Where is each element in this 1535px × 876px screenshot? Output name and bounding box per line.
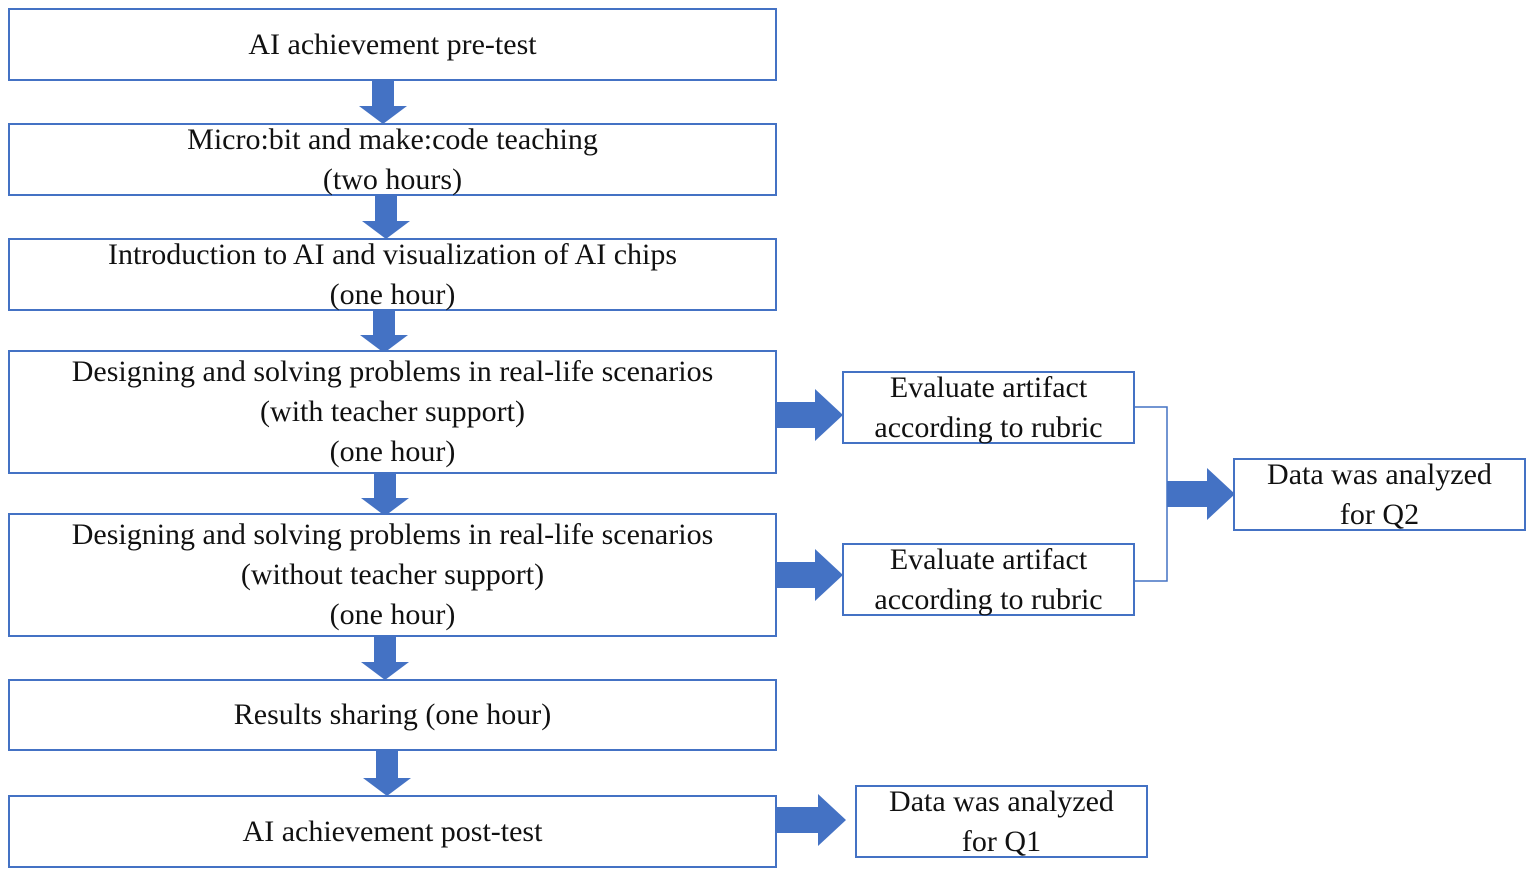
step-microbit-teaching-line-1: Micro:bit and make:code teaching	[187, 122, 598, 156]
step-design-without-support-line-3: (one hour)	[329, 598, 456, 631]
evaluate-artifact-1-line-1: Evaluate artifact	[889, 370, 1088, 404]
step-results-sharing-line-1: Results sharing (one hour)	[233, 698, 552, 731]
step-post-test-line-1: AI achievement post-test	[242, 814, 543, 848]
arrow-down-design-without-to-results	[361, 636, 409, 680]
step-design-with-support-line-1: Designing and solving problems in real-l…	[71, 355, 714, 388]
step-microbit-teaching-line-2: (two hours)	[322, 162, 463, 196]
evaluate-artifact-2-line-2: according to rubric	[874, 582, 1103, 616]
arrow-right-to-analysis-q2	[1167, 468, 1235, 520]
arrow-down-intro-to-design-with	[360, 310, 408, 353]
evaluate-artifact-1-line-2: according to rubric	[874, 410, 1103, 444]
analysis-q2: Data was analyzed for Q2	[1233, 458, 1526, 531]
evaluate-artifact-1: Evaluate artifact according to rubric	[842, 371, 1135, 444]
arrow-right-to-evaluate-1	[777, 389, 843, 441]
evaluation-bracket-connector	[1135, 406, 1168, 582]
arrow-down-pretest-to-microbit	[359, 80, 407, 124]
step-microbit-teaching: Micro:bit and make:code teaching (two ho…	[8, 123, 777, 196]
step-design-with-support: Designing and solving problems in real-l…	[8, 350, 777, 474]
step-ai-introduction-line-2: (one hour)	[329, 277, 456, 311]
arrow-right-to-analysis-q1	[777, 794, 846, 846]
arrow-down-results-to-posttest	[363, 750, 411, 796]
step-design-with-support-line-2: (with teacher support)	[260, 395, 525, 428]
analysis-q1: Data was analyzed for Q1	[855, 785, 1148, 858]
evaluate-artifact-2-line-1: Evaluate artifact	[889, 542, 1088, 576]
step-ai-introduction: Introduction to AI and visualization of …	[8, 238, 777, 311]
step-design-without-support-line-1: Designing and solving problems in real-l…	[71, 518, 714, 551]
step-results-sharing: Results sharing (one hour)	[8, 679, 777, 751]
step-design-without-support: Designing and solving problems in real-l…	[8, 513, 777, 637]
analysis-q2-line-2: for Q2	[1339, 497, 1420, 531]
step-design-without-support-line-2: (without teacher support)	[240, 558, 545, 591]
step-post-test: AI achievement post-test	[8, 795, 777, 868]
arrow-right-to-evaluate-2	[777, 549, 843, 601]
arrow-down-microbit-to-intro	[362, 195, 410, 239]
evaluate-artifact-2: Evaluate artifact according to rubric	[842, 543, 1135, 616]
analysis-q1-line-1: Data was analyzed	[889, 784, 1114, 818]
step-pre-test-line-1: AI achievement pre-test	[248, 27, 537, 61]
analysis-q2-line-1: Data was analyzed	[1267, 457, 1492, 491]
analysis-q1-line-2: for Q1	[961, 824, 1042, 858]
step-design-with-support-line-3: (one hour)	[329, 435, 456, 468]
arrow-down-design-with-to-design-without	[361, 473, 409, 516]
step-pre-test: AI achievement pre-test	[8, 8, 777, 81]
step-ai-introduction-line-1: Introduction to AI and visualization of …	[107, 237, 678, 271]
